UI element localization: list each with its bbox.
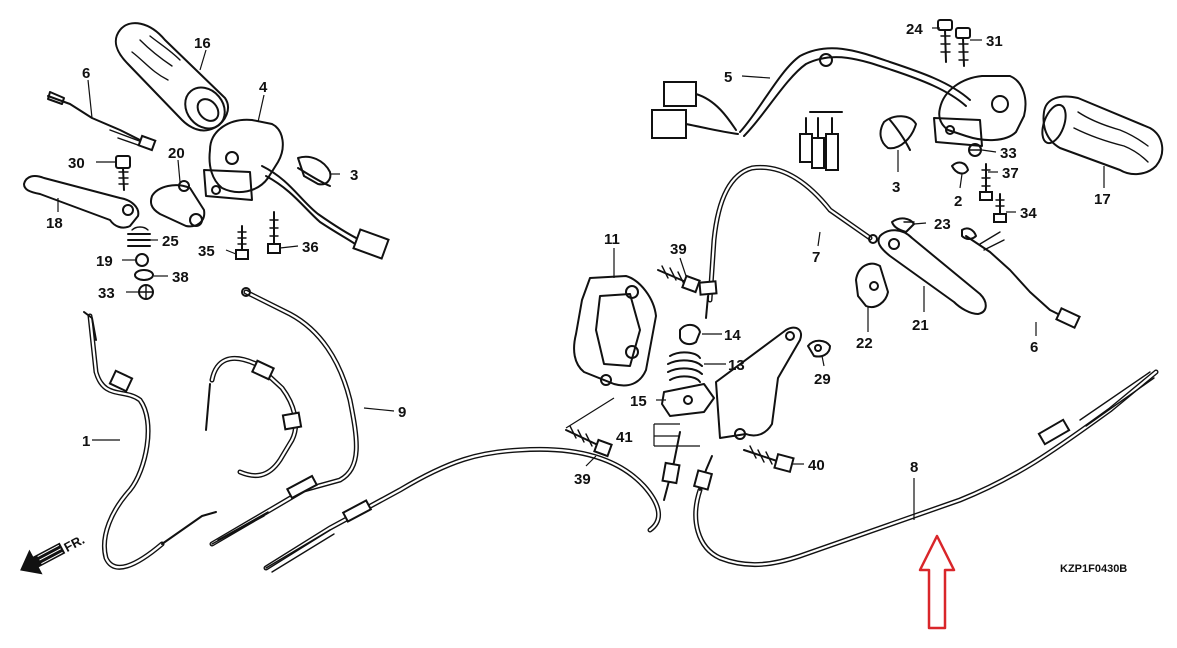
part-40-bolt [743,445,795,474]
part-15-slider [661,383,715,417]
part-3-clip-right [879,115,917,151]
part-19-pin [135,253,149,267]
callout-30: 30 [68,155,85,172]
callout-20: 20 [168,145,185,162]
part-30-bolt [115,155,131,191]
front-label: FR. [61,532,87,555]
callout-23: 23 [934,216,951,233]
part-39-bolt-bottom [565,425,613,458]
leader-lines [57,27,1105,520]
callout-6-right: 6 [1030,339,1038,356]
part-20-lever-holder [150,180,206,228]
callout-24: 24 [906,21,923,38]
callout-4: 4 [259,79,268,96]
part-23-pin [891,217,915,233]
part-17-grip-right [1041,95,1164,176]
callout-17: 17 [1094,191,1111,208]
part-cable-junction [205,355,303,479]
callout-37: 37 [1002,165,1019,182]
part-1-cable [83,311,217,570]
part-29-nut [807,339,831,358]
callout-22: 22 [856,335,873,352]
part-cable-middle [263,431,681,573]
part-31-bolt [955,27,971,67]
part-13-spring [667,351,703,383]
part-6-right-cable-end [961,227,1081,329]
part-switch-housing-right [933,75,1027,147]
part-38-washer [134,269,154,281]
callout-35: 35 [198,243,215,260]
part-24-bolt [937,19,953,63]
part-18-brake-lever-left [23,175,140,229]
callout-34: 34 [1020,205,1037,222]
callout-9: 9 [398,404,406,421]
part-14-cap [679,324,701,346]
part-9-cable [209,287,359,547]
diagram-code: KZP1F0430B [1060,563,1127,575]
part-11-bracket [573,275,657,387]
callout-41: 41 [616,429,633,446]
callout-18: 18 [46,215,63,232]
part-35-screw [235,225,249,260]
part-3-clip-left [297,155,332,187]
callout-38: 38 [172,269,189,286]
callout-6-left: 6 [82,65,90,82]
callout-39-top: 39 [670,241,687,258]
callout-21: 21 [912,317,929,334]
part-36-screw [267,211,281,254]
callout-36: 36 [302,239,319,256]
callout-40: 40 [808,457,825,474]
part-34-screw [993,193,1007,223]
callout-29: 29 [814,371,831,388]
part-2-washer [951,161,969,175]
callout-13: 13 [728,357,745,374]
callout-19: 19 [96,253,113,270]
part-6-left-cable-end [47,91,157,152]
part-7-cable [698,164,878,319]
callout-2: 2 [954,193,962,210]
callout-16: 16 [194,35,211,52]
callout-1: 1 [82,433,90,450]
part-16-grip-left [114,22,229,132]
callout-33-right: 33 [1000,145,1017,162]
callout-11: 11 [604,231,620,248]
callout-39-bottom: 39 [574,471,591,488]
callout-5: 5 [724,69,732,86]
part-22-bracket [855,262,889,308]
part-25-spring [127,226,151,247]
highlight-arrow-icon [918,534,956,630]
part-bracket-plate [715,326,802,440]
front-direction-marker: FR. [20,532,87,575]
part-39-bolt-top [657,265,701,294]
callout-3-right: 3 [892,179,900,196]
callout-7: 7 [812,249,820,266]
part-5-wire-harness [651,47,971,171]
part-4-switch-housing-left [203,118,390,260]
callout-3-left: 3 [350,167,358,184]
part-8-cable [692,369,1159,567]
callout-15: 15 [630,393,647,410]
callout-31: 31 [986,33,1003,50]
part-33-nut-right [968,143,982,157]
callout-8: 8 [910,459,918,476]
part-37-screw [979,163,993,201]
callout-14: 14 [724,327,741,344]
part-33-nut-left [138,284,154,300]
part-21-brake-lever-right [877,229,987,315]
callout-labels: 1 2 3 3 4 5 6 6 7 8 9 11 13 14 15 16 17 … [46,21,1111,488]
callout-25: 25 [162,233,179,250]
callout-33-left: 33 [98,285,115,302]
